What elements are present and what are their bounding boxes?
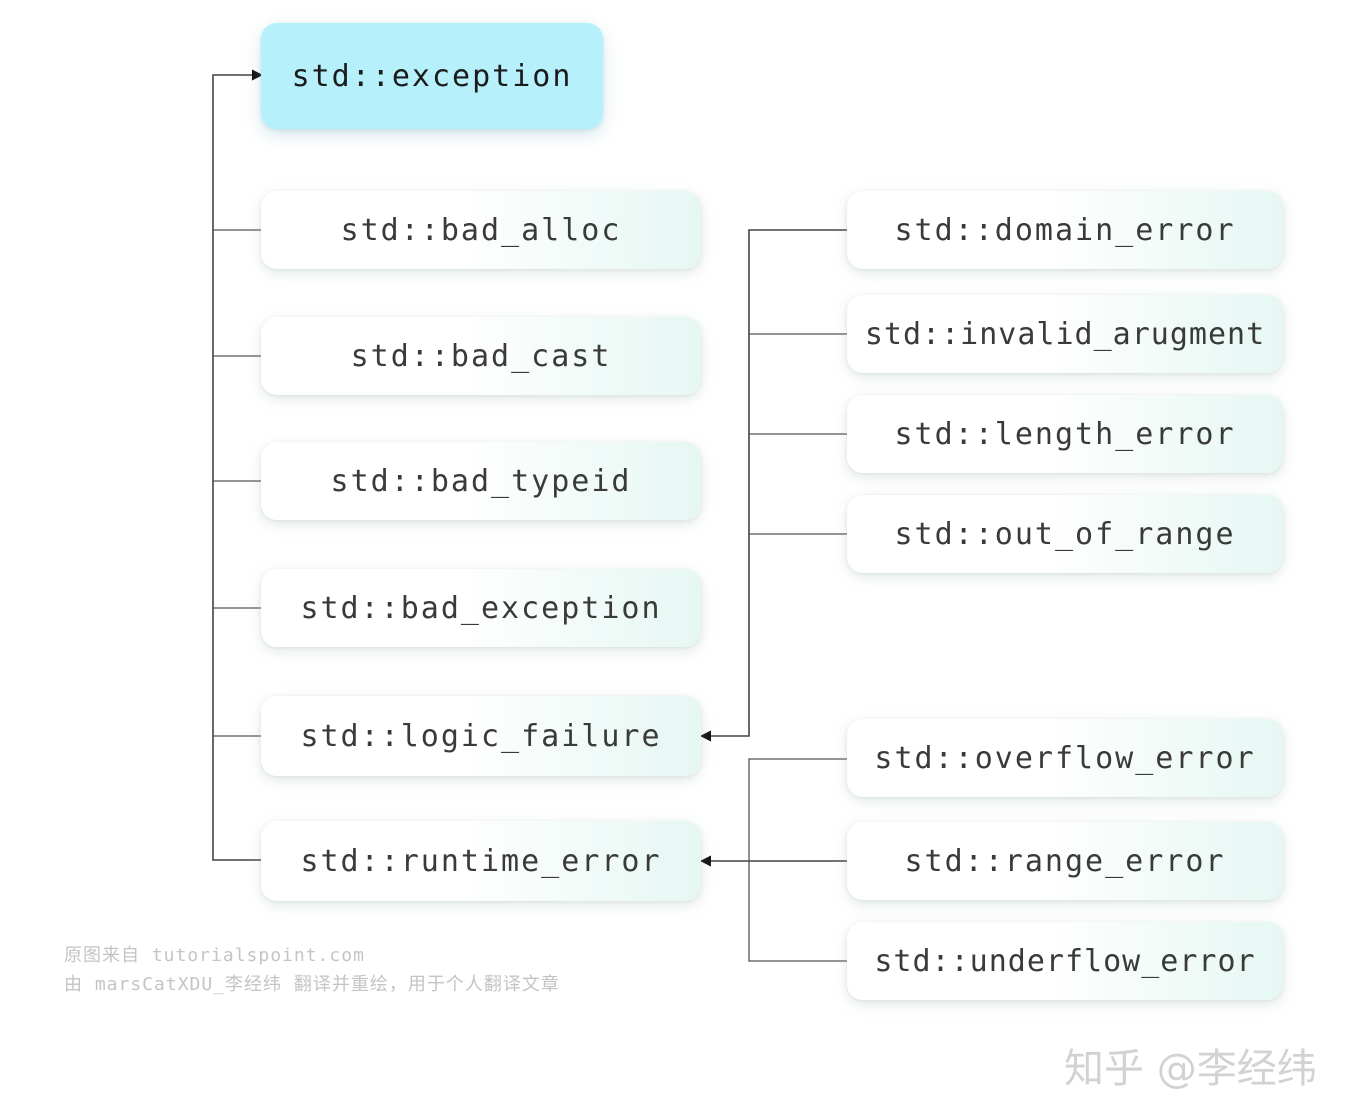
credit-translator: 由 marsCatXDU_李经纬 翻译并重绘，用于个人翻译文章 [64,974,560,995]
node-std-domain-error: std::domain_error [847,191,1283,269]
node-std-bad-alloc: std::bad_alloc [261,191,701,269]
node-std-bad-typeid: std::bad_typeid [261,442,701,520]
node-std-overflow-error: std::overflow_error [847,719,1283,797]
node-std-range-error: std::range_error [847,822,1283,900]
node-std-underflow-error: std::underflow_error [847,922,1283,1000]
node-std-exception: std::exception [261,23,603,129]
node-std-runtime-error: std::runtime_error [261,821,701,901]
node-std-bad-exception: std::bad_exception [261,569,701,647]
node-std-out-of-range: std::out_of_range [847,495,1283,573]
trunk-line-logic-failure [699,229,847,742]
node-std-length-error: std::length_error [847,395,1283,473]
watermark-text: 知乎 @李经纬 [1064,1046,1317,1092]
credit-source: 原图来自 tutorialspoint.com [64,945,365,966]
trunk-line-exception [212,69,264,861]
node-std-invalid-arugment: std::invalid_arugment [847,295,1283,373]
node-std-bad-cast: std::bad_cast [261,317,701,395]
trunk-line-runtime-error [748,758,847,962]
node-std-logic-failure: std::logic_failure [261,696,701,776]
